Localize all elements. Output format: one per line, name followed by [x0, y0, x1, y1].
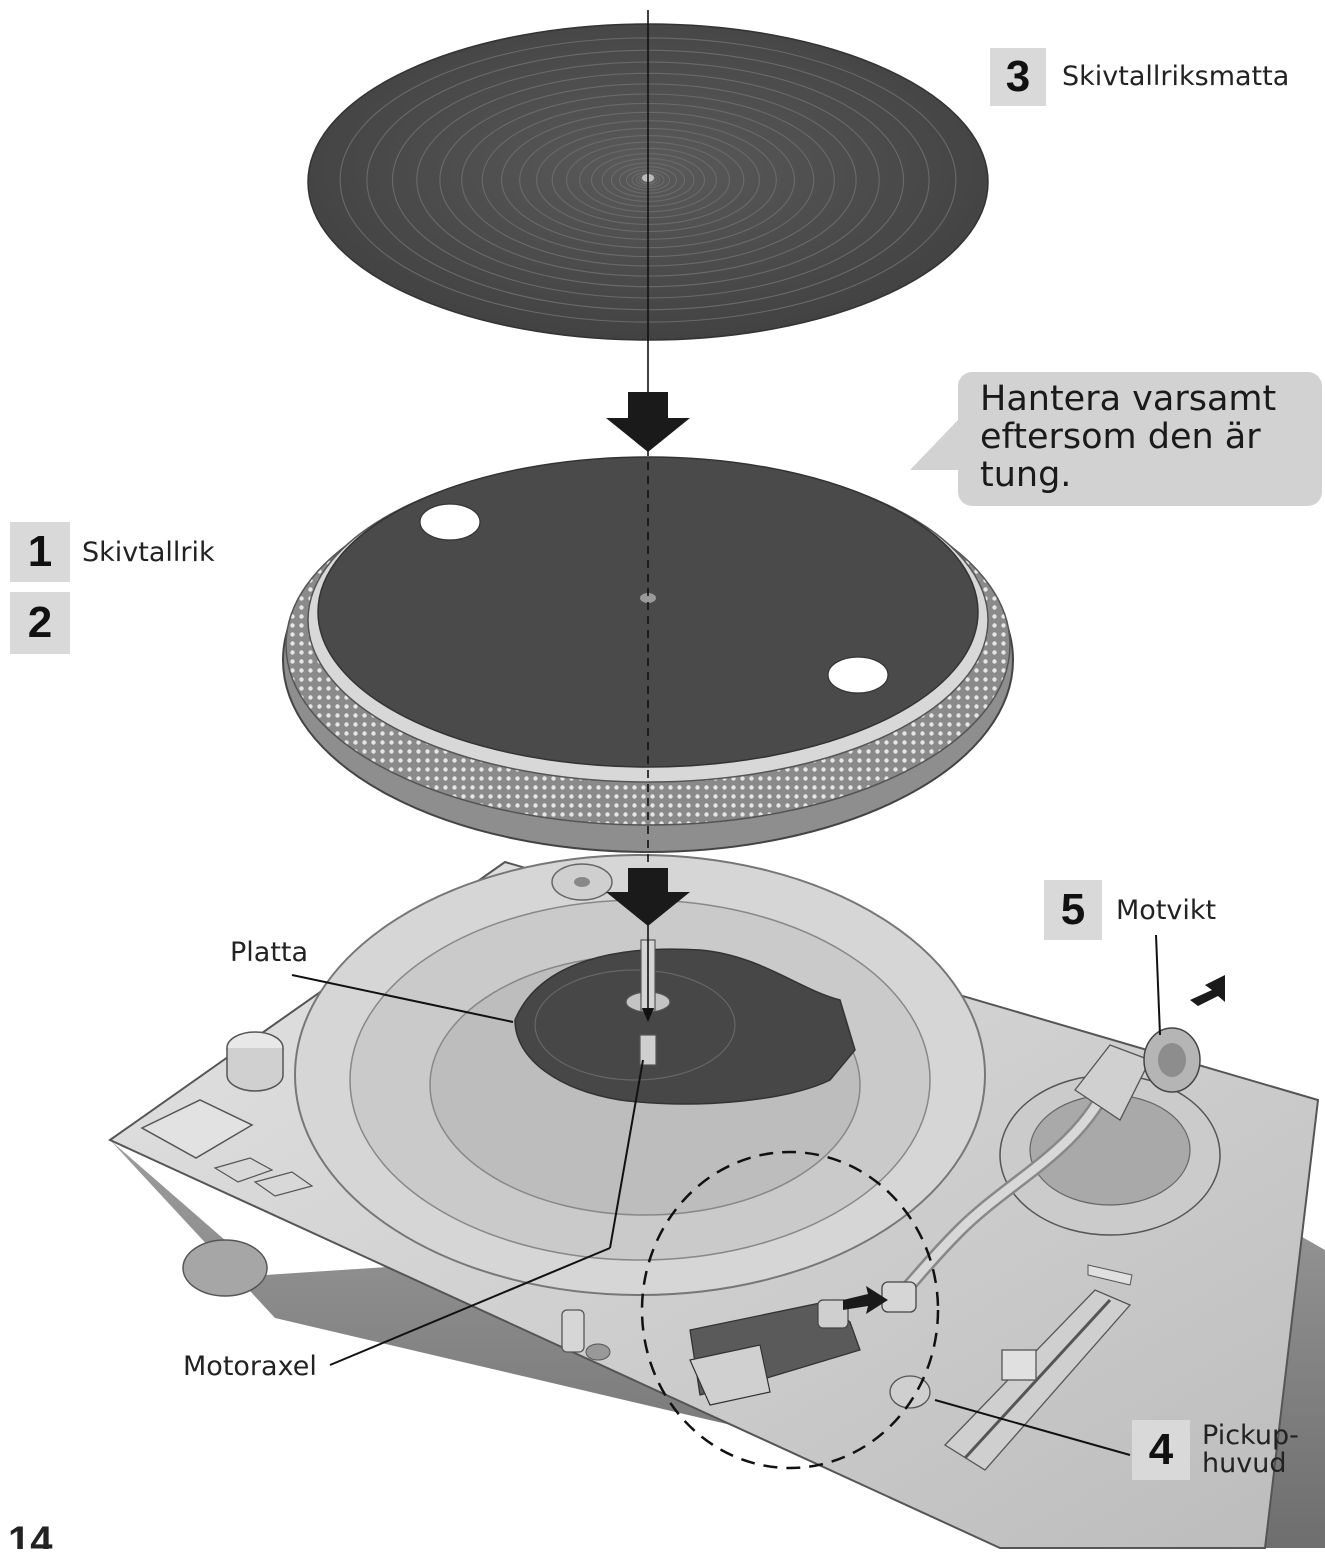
label-counterweight: Motvikt: [1116, 895, 1217, 926]
headshell: [689, 1299, 861, 1406]
down-arrow-platter: [606, 868, 690, 926]
label-headshell: Pickup- huvud: [1202, 1422, 1299, 1478]
badge-4: 4: [1132, 1420, 1190, 1480]
badge-1: 1: [10, 522, 70, 582]
caution-text: Hantera varsamt eftersom den är tung.: [980, 380, 1310, 494]
counterweight-arrow: [1190, 975, 1225, 1006]
label-platter: Skivtallrik: [82, 537, 215, 568]
headshell-highlight-circle: [640, 1150, 940, 1470]
caution-line-1: Hantera varsamt: [980, 379, 1277, 419]
caution-line-2: eftersom den är: [980, 417, 1261, 457]
label-plate: Platta: [230, 937, 309, 968]
label-mat: Skivtallriksmatta: [1062, 61, 1290, 92]
down-arrow-mat: [606, 392, 690, 452]
motor-plate: [514, 948, 856, 1105]
assembly-axis: [642, 10, 654, 1022]
label-headshell-line-2: huvud: [1202, 1448, 1287, 1479]
page-number: 14: [8, 1526, 53, 1549]
platter: [282, 456, 1014, 853]
tonearm: [881, 1027, 1221, 1313]
badge-2: 2: [10, 592, 70, 654]
label-headshell-line-1: Pickup-: [1202, 1420, 1299, 1451]
headshell-insert-arrow: [843, 1286, 888, 1314]
label-motor-shaft: Motoraxel: [183, 1351, 317, 1382]
badge-5: 5: [1044, 880, 1102, 940]
caution-bubble-tail: [910, 420, 958, 470]
leader-lines: [291, 934, 1161, 1456]
caution-bubble: [958, 372, 1322, 506]
caution-line-3: tung.: [980, 455, 1072, 495]
badge-3: 3: [990, 48, 1046, 106]
